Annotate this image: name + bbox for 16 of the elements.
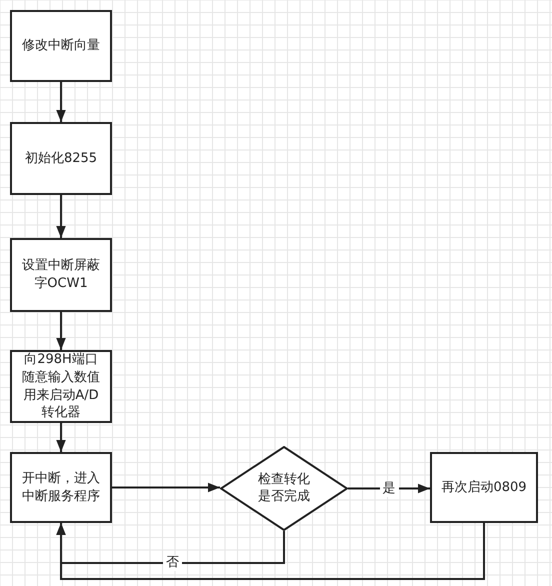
process-box: 向298H端口随意输入数值用来启动A/D转化器 xyxy=(10,350,112,423)
arrow xyxy=(112,482,220,492)
arrow xyxy=(56,82,66,122)
edge-label: 否 xyxy=(163,555,182,571)
decision-text: 检查转化是否完成 xyxy=(257,470,311,506)
arrow xyxy=(56,523,485,580)
process-box: 开中断，进入中断服务程序 xyxy=(10,452,112,523)
arrow xyxy=(348,484,430,494)
edge-label: 是 xyxy=(380,480,398,496)
process-box: 设置中断屏蔽字OCW1 xyxy=(10,238,112,312)
arrow xyxy=(56,195,66,238)
arrow xyxy=(56,423,66,452)
arrow xyxy=(56,312,66,350)
process-box: 再次启动0809 xyxy=(430,452,538,523)
process-box: 修改中断向量 xyxy=(10,10,112,82)
process-box: 初始化8255 xyxy=(10,122,112,195)
